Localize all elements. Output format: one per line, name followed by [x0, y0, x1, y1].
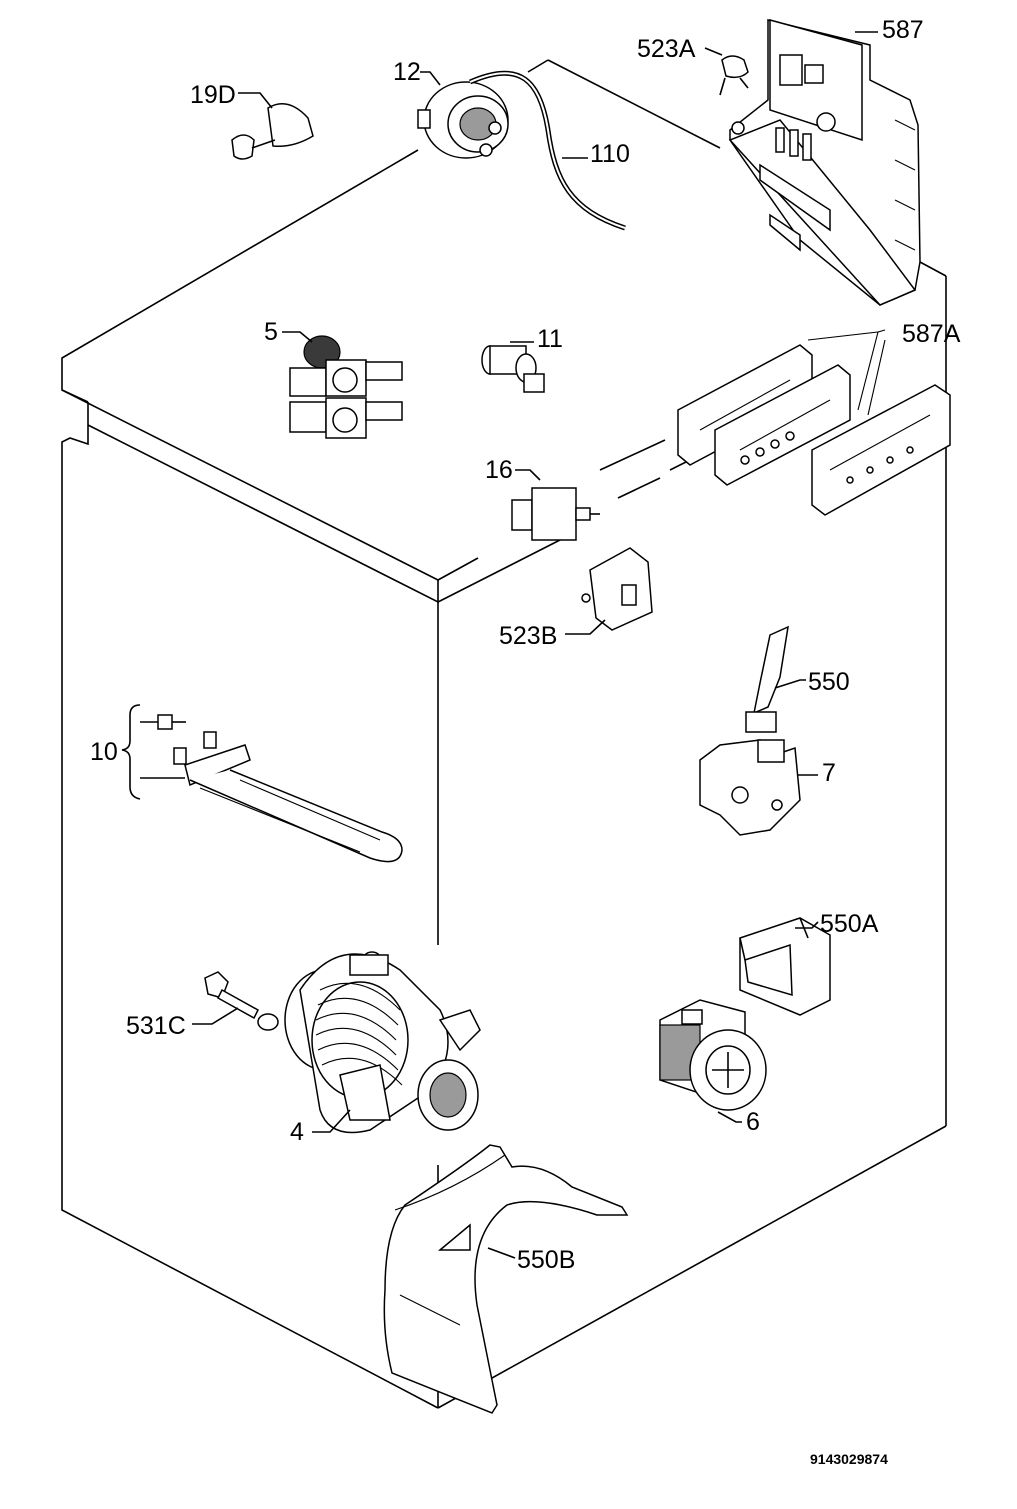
- label-7: 7: [822, 759, 836, 787]
- part-12-pressure-switch: [417, 81, 509, 159]
- label-550: 550: [808, 668, 850, 696]
- label-5: 5: [264, 318, 278, 346]
- part-16-switch: [511, 487, 600, 541]
- document-number: 9143029874: [810, 1451, 888, 1467]
- part-5-inlet-valve: [289, 335, 403, 439]
- part-110-hose: [468, 70, 626, 231]
- label-587A: 587A: [902, 320, 961, 348]
- part-531C-screw: [204, 971, 279, 1031]
- part-523A-thermostat: [719, 55, 749, 96]
- label-523A: 523A: [637, 35, 696, 63]
- label-587: 587: [882, 16, 924, 44]
- label-110: 110: [590, 140, 630, 168]
- part-550A-cover: [739, 917, 831, 1016]
- label-531C: 531C: [126, 1012, 186, 1040]
- label-550A: 550A: [820, 910, 879, 938]
- part-7-door-lock: [699, 739, 801, 836]
- label-10: 10: [90, 738, 118, 766]
- part-4-drain-pump: [284, 951, 481, 1134]
- part-10-heating-element: [121, 704, 403, 863]
- label-12: 12: [393, 58, 421, 86]
- label-19D: 19D: [190, 81, 236, 109]
- label-6: 6: [746, 1108, 760, 1136]
- part-587A-display-boards: [677, 344, 951, 516]
- part-11-suppressor: [481, 345, 545, 393]
- part-587-control-board: [728, 19, 921, 306]
- label-11: 11: [537, 325, 563, 353]
- label-4: 4: [290, 1118, 304, 1146]
- part-523B-interlock: [581, 547, 653, 631]
- label-550B: 550B: [517, 1246, 575, 1274]
- label-16: 16: [485, 456, 513, 484]
- part-550-wiring-lead: [745, 625, 789, 733]
- part-550B-plinth: [383, 1144, 629, 1414]
- part-6-filter: [659, 999, 767, 1111]
- label-523B: 523B: [499, 622, 557, 650]
- part-19D-clip: [231, 103, 314, 160]
